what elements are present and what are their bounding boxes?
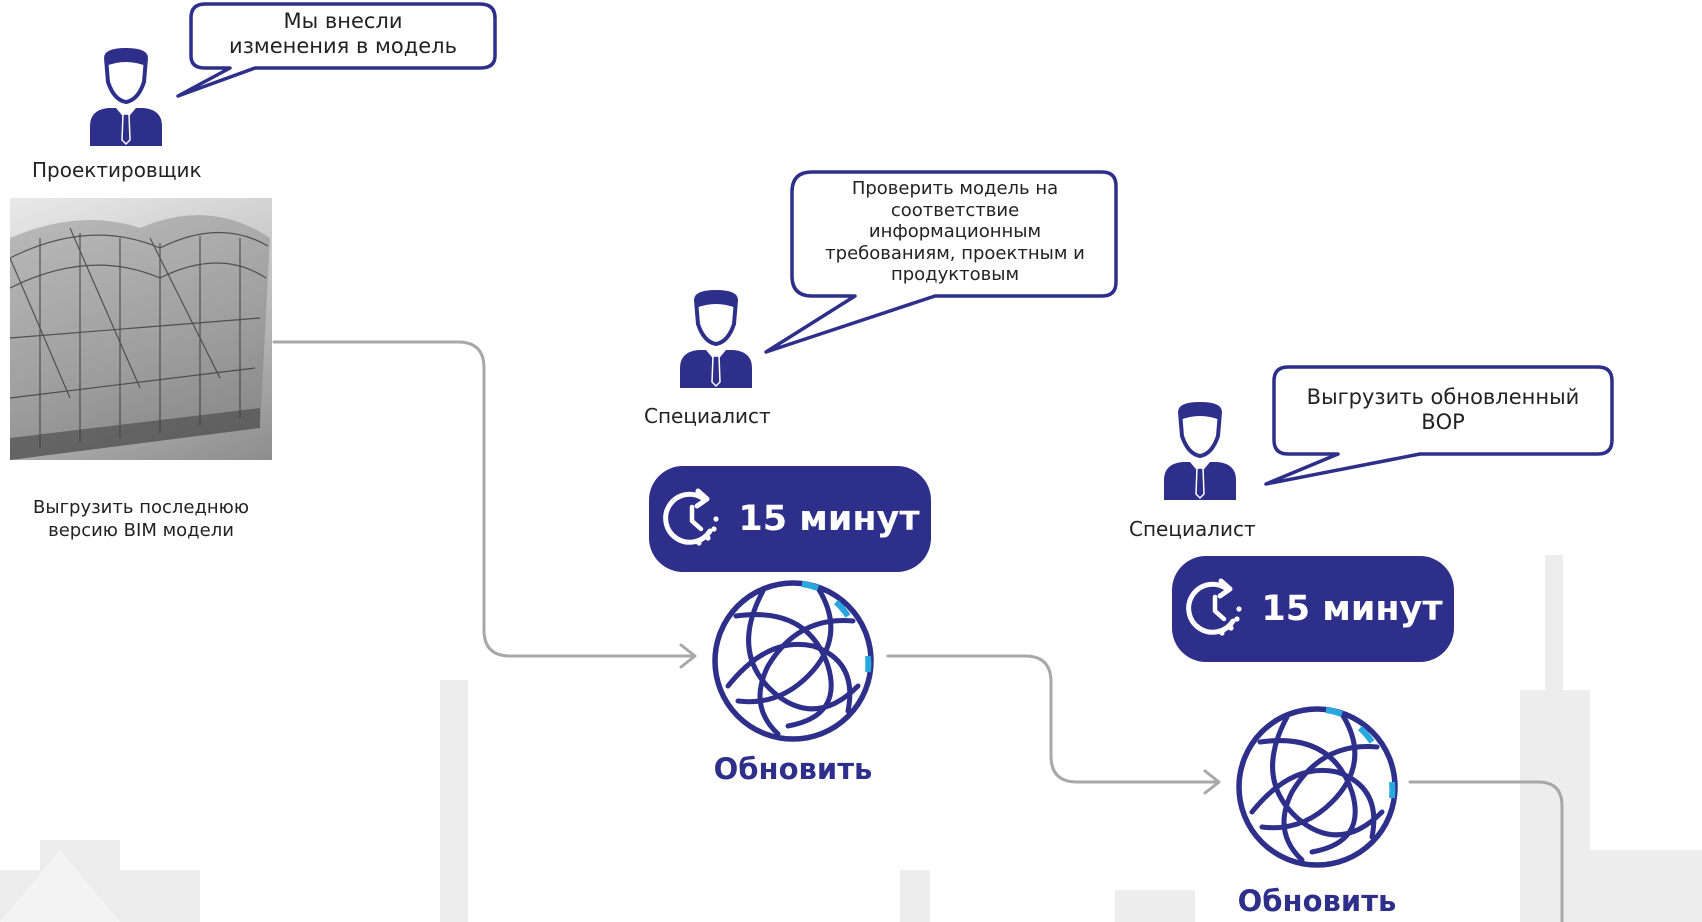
designer-speech-line-2: изменения в модель xyxy=(229,34,457,59)
step1-speech-text: Проверить модель на соответствие информа… xyxy=(800,178,1110,286)
bim-caption: Выгрузить последнюю версию BIM модели xyxy=(10,496,272,543)
speech-bubble-designer xyxy=(176,2,497,98)
connector-step2-out xyxy=(1408,780,1564,922)
step1-speech-line-4: требованиям, проектным и xyxy=(825,242,1085,264)
connector-arrowhead-1 xyxy=(679,643,697,669)
step2-duration-text: 15 минут xyxy=(1261,589,1443,629)
person-icon xyxy=(680,290,752,388)
person-icon xyxy=(1164,402,1236,500)
step1-duration-text: 15 минут xyxy=(738,499,920,539)
speech-bubble-step1 xyxy=(764,170,1118,354)
step1-speech-line-3: информационным xyxy=(868,221,1042,243)
step1-action-label[interactable]: Обновить xyxy=(713,752,873,786)
bim-caption-line-1: Выгрузить последнюю xyxy=(33,497,249,518)
designer-speech-line-1: Мы внесли xyxy=(283,9,403,33)
step2-role-label: Специалист xyxy=(1129,517,1256,541)
refresh-globe-icon[interactable] xyxy=(708,576,878,746)
step2-speech-text: Выгрузить обновленный ВОР xyxy=(1282,385,1604,435)
step2-speech-line-1: Выгрузить обновленный xyxy=(1306,385,1580,409)
connector-step1-to-step2 xyxy=(886,654,1220,784)
clock-icon xyxy=(1186,578,1242,636)
step1-speech-line-2: соответствие xyxy=(890,199,1020,221)
step1-duration-badge: 15 минут xyxy=(649,466,931,572)
bim-model-image xyxy=(10,198,272,460)
step2-action-label[interactable]: Обновить xyxy=(1237,884,1397,918)
speech-bubble-step2 xyxy=(1264,365,1614,486)
connector-bim-to-step1 xyxy=(272,340,696,658)
designer-role-label: Проектировщик xyxy=(32,158,202,182)
step1-role-label: Специалист xyxy=(644,404,771,428)
refresh-globe-icon[interactable] xyxy=(1232,702,1402,872)
clock-icon xyxy=(663,488,719,546)
step2-speech-line-2: ВОР xyxy=(1421,410,1465,435)
step1-speech-line-1: Проверить модель на xyxy=(851,178,1059,199)
step2-duration-badge: 15 минут xyxy=(1172,556,1454,662)
person-icon xyxy=(90,48,162,146)
connector-arrowhead-2 xyxy=(1203,769,1221,795)
designer-speech-text: Мы внесли изменения в модель xyxy=(196,9,490,59)
step1-speech-line-5: продуктовым xyxy=(890,264,1020,286)
bim-caption-line-2: версию BIM модели xyxy=(48,520,234,542)
